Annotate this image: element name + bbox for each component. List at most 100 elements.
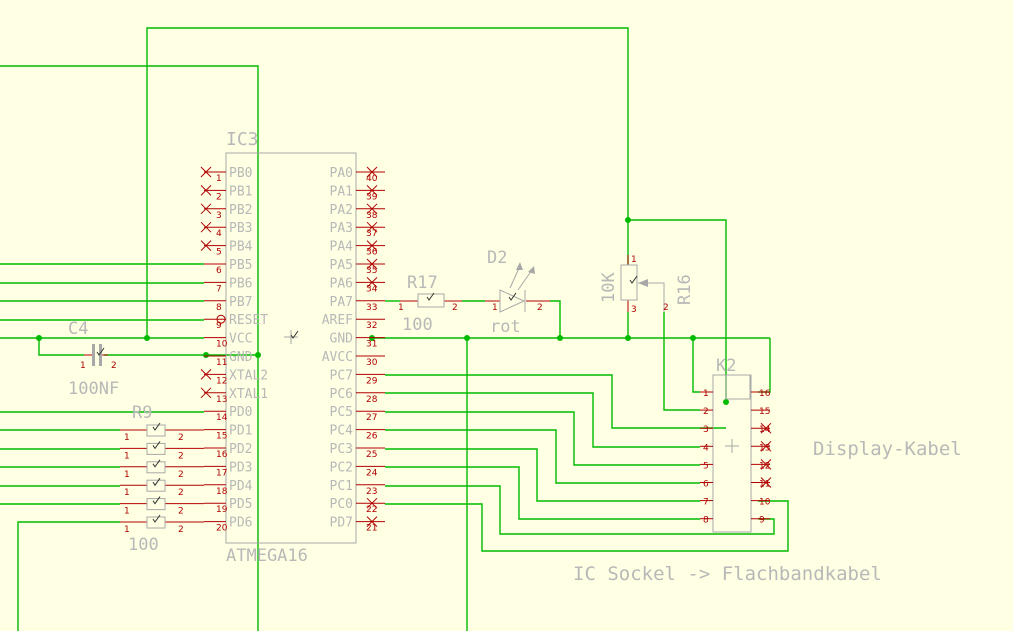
pin-name: PA6 [330, 276, 353, 291]
pin-name: GND [229, 350, 253, 365]
wire-pc3 [385, 448, 700, 502]
d2-pin2-num: 2 [537, 303, 543, 313]
pin-number: 2 [178, 488, 184, 498]
no-connect-mark [200, 221, 212, 233]
junction [557, 335, 563, 341]
pin-name: PD7 [330, 516, 353, 531]
pin-number: 22 [366, 505, 377, 515]
pin-number: 29 [366, 376, 378, 386]
wire-k2-pin1 [692, 338, 700, 393]
r17-pin1-num: 1 [398, 303, 404, 313]
r9-value: 100 [128, 535, 159, 555]
k2-pin: 3 [700, 425, 713, 435]
pin-number: 14 [216, 413, 228, 423]
pin-number: 10 [759, 498, 771, 508]
r16-wiper-arrow [638, 279, 648, 287]
junction [464, 335, 470, 341]
no-connect-mark [366, 277, 378, 288]
ic3-right-pins: 40PA039PA138PA237PA336PA435PA534PA633PA7… [322, 166, 385, 534]
no-connect-mark [200, 166, 212, 178]
d2-value: rot [490, 317, 521, 337]
d2-led[interactable]: D2 rot 1 2 [485, 248, 550, 337]
d2-pin1-num: 1 [492, 303, 498, 313]
junction [625, 335, 631, 341]
pin-name: PB0 [229, 166, 252, 181]
pin-name: PB3 [229, 221, 252, 236]
d2-arrow-2 [517, 269, 533, 291]
c4-name: C4 [68, 319, 88, 339]
pin-number: 1 [216, 174, 222, 184]
r9-name: R9 [132, 403, 152, 423]
pin-number: 20 [216, 524, 228, 534]
pin-name: PD0 [229, 405, 252, 420]
k2-pin: 4 [700, 443, 713, 453]
wire-pc5 [385, 411, 700, 466]
ic3-name: IC3 [226, 129, 259, 150]
c4-plate-left [92, 344, 95, 366]
resistor-body [146, 498, 166, 511]
r17-pin2-num: 2 [452, 303, 458, 313]
origin-check-icon [426, 292, 435, 301]
r17-body [417, 293, 445, 308]
c4-capacitor[interactable]: C4 100NF 1 2 [68, 319, 119, 399]
origin-check-icon [152, 441, 161, 450]
pin-name: PB2 [229, 203, 252, 218]
pin-number: 7 [216, 284, 222, 294]
inverted-pin-bubble [216, 314, 226, 324]
pin-number: 3 [216, 211, 222, 221]
r16-pin1-num: 1 [631, 255, 637, 265]
pin-name: PB7 [229, 295, 252, 310]
pin-number: 34 [366, 284, 378, 294]
k2-pin: 15 [751, 407, 770, 417]
pin-name: PA1 [330, 184, 353, 199]
pin-number: 16 [216, 450, 228, 460]
pin-name: PA5 [330, 258, 353, 273]
pin-name: PD5 [229, 497, 252, 512]
pin-name: PA4 [330, 240, 354, 255]
k2-name: K2 [716, 356, 736, 376]
pin-number: 6 [703, 480, 709, 490]
pin-name: PD2 [229, 442, 252, 457]
resistor-body [146, 424, 166, 437]
c4-pin2-num: 2 [111, 361, 117, 371]
k2-pin: 5 [700, 461, 713, 471]
pin-number: 2 [703, 407, 709, 417]
no-connect-mark [200, 185, 212, 196]
c4-value: 100NF [68, 379, 119, 399]
r16-pin3-num: 3 [631, 305, 637, 315]
wire-pc6 [385, 392, 700, 448]
resistor-body [146, 442, 166, 455]
wire-pc1 [385, 485, 775, 535]
r16-potentiometer[interactable]: R16 10K 1 2 3 [599, 255, 695, 315]
no-connect-mark [366, 258, 378, 270]
origin-check-icon [290, 330, 299, 339]
r17-resistor[interactable]: R17 100 1 2 [398, 273, 462, 335]
pin-number: 2 [178, 451, 184, 461]
pin-number: 17 [216, 468, 227, 478]
no-connect-mark [200, 203, 212, 215]
no-connect-mark [760, 459, 772, 470]
pin-number: 2 [178, 507, 184, 517]
pin-number: 13 [216, 395, 227, 405]
no-connect-mark [200, 387, 212, 399]
pin-name: PA0 [330, 166, 353, 181]
